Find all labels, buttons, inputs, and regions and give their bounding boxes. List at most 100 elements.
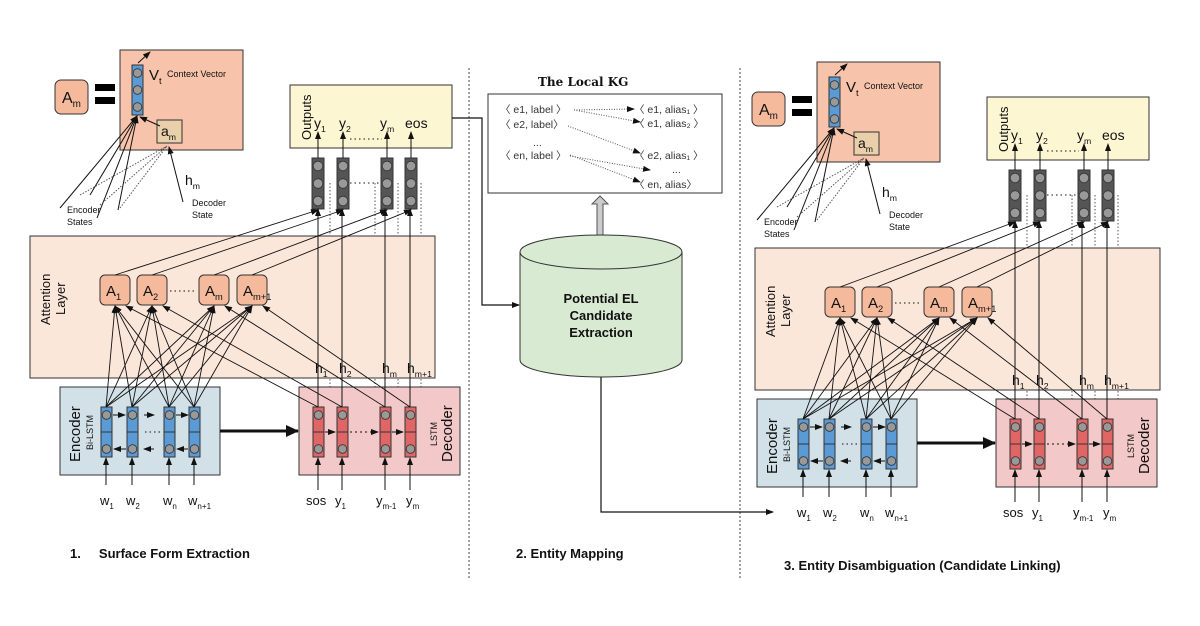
unit-circle bbox=[1010, 456, 1021, 466]
unit-circle bbox=[381, 160, 393, 172]
unit-circle bbox=[312, 178, 324, 189]
output-token: y1 bbox=[314, 115, 326, 134]
attention-layer-bg bbox=[754, 247, 1161, 391]
kg-alias-triple: 〈 e2, alias₁ 〉 bbox=[634, 150, 704, 162]
encoder-cell bbox=[100, 406, 113, 458]
unit-circle bbox=[1009, 190, 1021, 201]
unit-circle bbox=[313, 444, 324, 454]
encoder-state-dotted-line bbox=[796, 157, 865, 218]
local-kg-title: The Local KG bbox=[538, 75, 628, 89]
decoder-input-token-subscript: 1 bbox=[342, 502, 347, 511]
unit-circle bbox=[164, 410, 175, 420]
hidden-state-label-base: h bbox=[315, 360, 323, 376]
kg-alias-triple: 〈 e1, alias₂ 〉 bbox=[634, 118, 704, 130]
context-vector-symbol: Vt bbox=[149, 67, 162, 86]
alignment-box bbox=[853, 131, 880, 156]
kg-label-triple: ... bbox=[533, 137, 542, 149]
encoder-label: Encoder bbox=[67, 406, 84, 462]
output-token-base: y bbox=[339, 115, 346, 131]
unit-circle bbox=[380, 444, 391, 454]
context-vector-symbol-base: V bbox=[846, 79, 856, 96]
output-token-subscript: 1 bbox=[321, 124, 326, 134]
decoder-input-token-base: y bbox=[376, 493, 383, 508]
encoder-input-token-subscript: 2 bbox=[832, 514, 837, 523]
output-token-base: eos bbox=[1102, 127, 1125, 143]
encoder-input-token-base: w bbox=[162, 493, 173, 508]
encoder-state-dotted-line bbox=[99, 145, 168, 206]
encoder-state-dotted-line bbox=[79, 145, 168, 196]
unit-circle bbox=[824, 422, 835, 432]
hidden-state-label: hm+1 bbox=[407, 360, 432, 379]
encoder-input-token: w2 bbox=[822, 505, 837, 523]
decoder-input-token-subscript: m-1 bbox=[1080, 514, 1094, 523]
attention-unit-label-base: A bbox=[831, 295, 841, 312]
unit-circle bbox=[337, 195, 349, 207]
encoder-cell bbox=[163, 406, 176, 458]
attention-unit-label: Am bbox=[205, 283, 223, 302]
output-cell bbox=[1008, 169, 1022, 222]
decoder-cell bbox=[1101, 418, 1114, 470]
decoder-input-token-subscript: m-1 bbox=[383, 502, 397, 511]
panel-title: 1. Surface Form Extraction bbox=[70, 546, 250, 561]
unit-circle bbox=[1102, 422, 1113, 432]
decoder-input-token-base: y bbox=[335, 493, 342, 508]
equals-bar-bottom bbox=[95, 97, 115, 104]
hidden-state-label: h2 bbox=[1036, 372, 1049, 391]
encoder-to-attention-line bbox=[150, 305, 170, 408]
decoder-to-attention-line bbox=[162, 305, 343, 408]
encoder-input-token-subscript: 2 bbox=[135, 502, 140, 511]
decoder-to-attention-line bbox=[887, 317, 1040, 420]
kg-alias-triple: 〈 e1, alias₁ 〉 bbox=[634, 104, 704, 116]
context-vector-cell bbox=[131, 64, 144, 116]
unit-circle bbox=[829, 97, 840, 107]
alignment-to-context-arrow bbox=[836, 128, 858, 139]
decoder-state-symbol-base: h bbox=[185, 172, 193, 188]
attention-unit-label-base: A bbox=[143, 283, 153, 300]
unit-circle bbox=[829, 80, 840, 90]
encoder-input-token: wn+1 bbox=[884, 505, 909, 523]
database-to-disambiguation-arrow bbox=[600, 377, 774, 515]
database-label: Potential EL bbox=[563, 291, 638, 306]
output-cell bbox=[1101, 169, 1115, 222]
decoder-input-token: sos bbox=[1003, 505, 1024, 520]
context-vector-symbol-subscript: t bbox=[856, 88, 859, 98]
attention-unit-label-base: A bbox=[868, 295, 878, 312]
attention-unit-label: Am+1 bbox=[243, 283, 271, 302]
decoder-cell bbox=[1076, 418, 1089, 470]
decoder-to-attention-line bbox=[125, 305, 319, 408]
encoder-input-token: wn bbox=[859, 505, 874, 523]
attention-output-label-subscript: m bbox=[770, 111, 778, 122]
decoder-type-label: LSTM bbox=[1126, 434, 1136, 458]
attention-unit-label-base: A bbox=[205, 283, 215, 300]
decoder-state-symbol-base: h bbox=[882, 184, 890, 200]
hidden-state-label-base: h bbox=[1104, 372, 1112, 388]
context-vector-cell bbox=[828, 76, 841, 128]
unit-circle bbox=[1034, 207, 1046, 219]
attention-unit-label: A2 bbox=[143, 283, 158, 302]
attention-unit-label-subscript: m+1 bbox=[978, 304, 996, 314]
unit-circle bbox=[127, 410, 138, 420]
kg-label-triple: 〈 en, label 〉 bbox=[500, 150, 567, 162]
unit-circle bbox=[1078, 172, 1090, 184]
attention-layer-label: Attention bbox=[763, 286, 778, 337]
attention-to-output-line bbox=[976, 221, 1109, 288]
encoder-cell bbox=[797, 418, 810, 470]
database-body bbox=[519, 251, 683, 378]
encoder-to-attention-line bbox=[114, 305, 170, 408]
output-cell bbox=[336, 157, 350, 210]
unit-circle bbox=[1034, 172, 1046, 184]
unit-circle bbox=[1034, 422, 1045, 432]
unit-circle bbox=[337, 178, 349, 189]
kg-link-dotted bbox=[567, 125, 641, 154]
encoder-to-attention-line bbox=[113, 305, 133, 408]
decoder-input-token: ym-1 bbox=[376, 493, 397, 511]
outputs-label: Outputs bbox=[996, 106, 1011, 152]
unit-circle bbox=[132, 68, 143, 78]
equals-bar-bottom bbox=[792, 109, 812, 116]
decoder-input-token-base: y bbox=[1073, 505, 1080, 520]
encoder-input-token-subscript: 1 bbox=[806, 514, 811, 523]
decoder-state-symbol: hm bbox=[185, 172, 200, 191]
alignment-to-context-arrow bbox=[139, 116, 161, 127]
